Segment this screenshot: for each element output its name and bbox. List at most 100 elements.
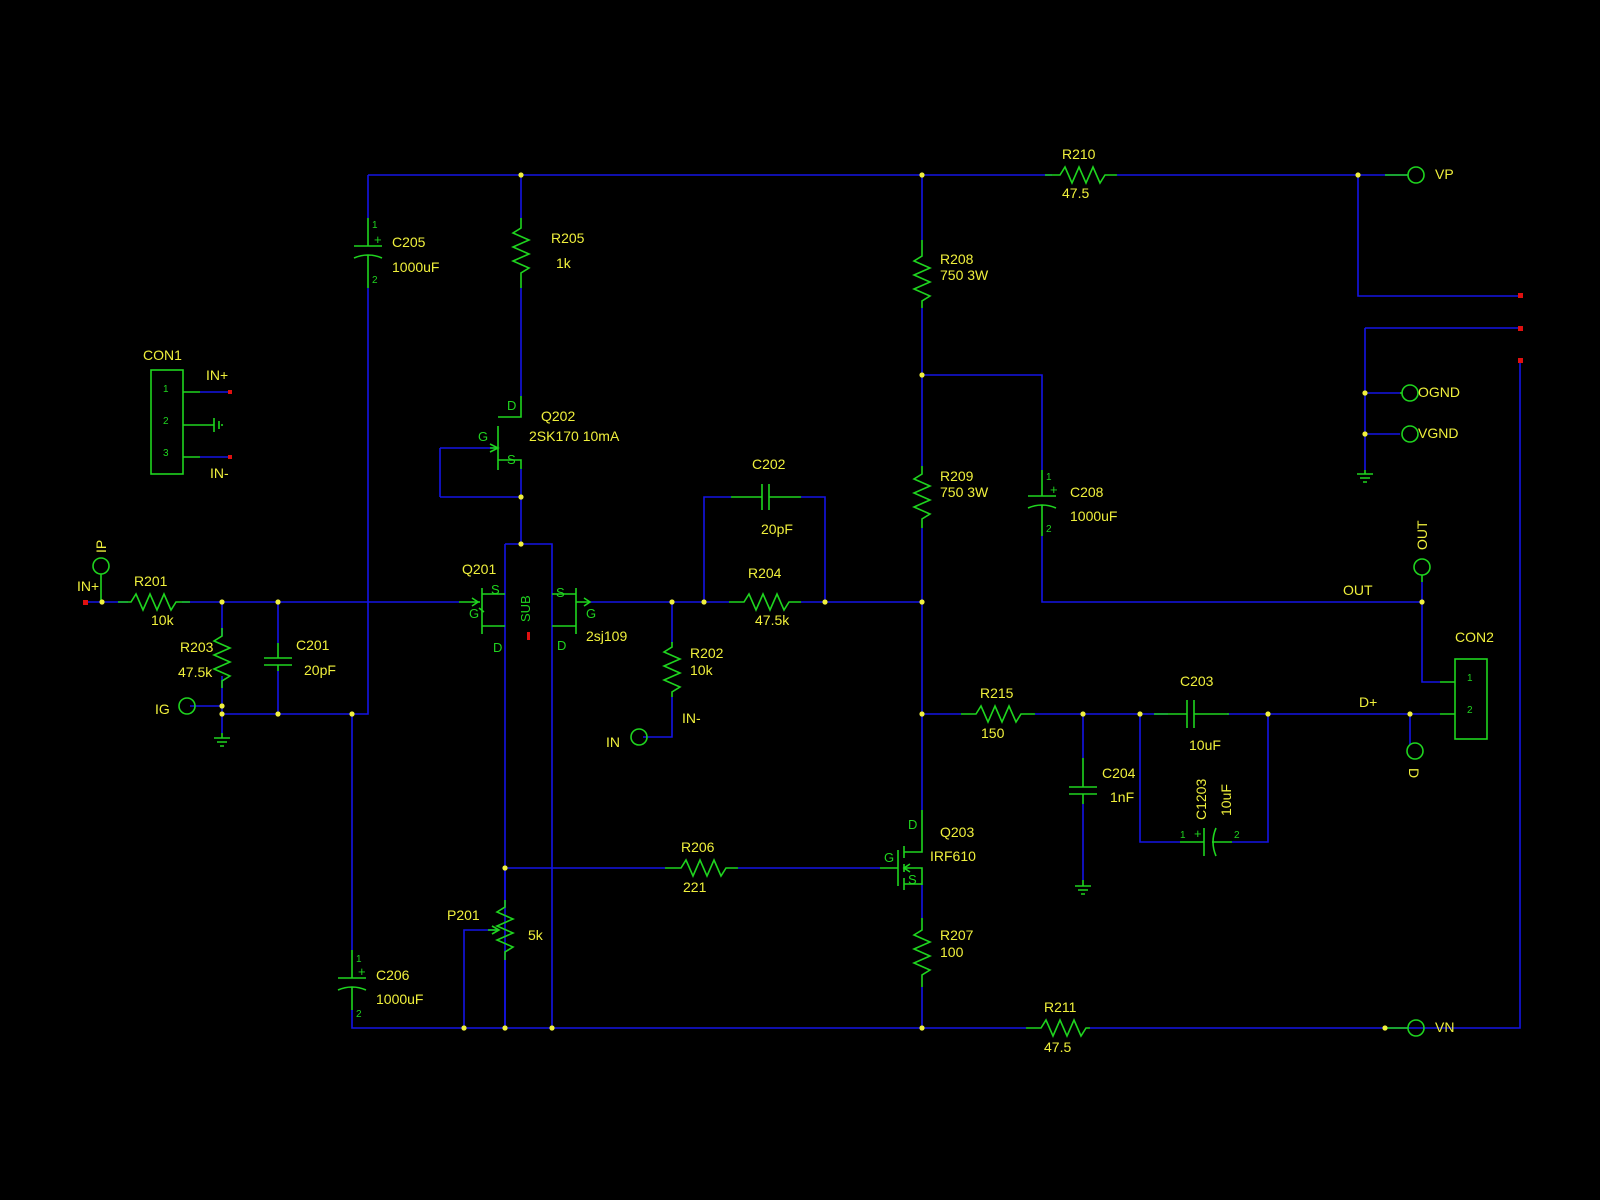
C201-ref: C201: [296, 637, 330, 653]
resistor-R205: R205 1k: [511, 218, 585, 288]
net-in-plus: IN+: [77, 578, 99, 594]
P201-ref: P201: [447, 907, 480, 923]
potentiometer-P201: P201 5k: [447, 900, 544, 960]
Q201-ref: Q201: [462, 561, 496, 577]
ports: [83, 166, 1523, 1037]
CON2-ref: CON2: [1455, 629, 1494, 645]
net-vn: VN: [1435, 1019, 1454, 1035]
resistor-R210: R210 47.5: [1045, 146, 1117, 201]
R215-ref: R215: [980, 685, 1014, 701]
C205-plus: +: [374, 232, 382, 247]
capacitor-C205: 1 + 2 C205 1000uF: [353, 218, 439, 288]
CON2-pin1: 1: [1467, 673, 1473, 684]
C1203-ref: C1203: [1193, 779, 1209, 820]
R208-value: 750 3W: [940, 267, 989, 283]
R211-ref: R211: [1044, 999, 1077, 1015]
Q201-pin-d1: D: [493, 640, 502, 655]
C203-value: 10uF: [1189, 737, 1221, 753]
C208-ref: C208: [1070, 484, 1104, 500]
capacitor-C203: C203 10uF: [1154, 673, 1229, 753]
R209-value: 750 3W: [940, 484, 989, 500]
R210-ref: R210: [1062, 146, 1096, 162]
capacitor-C202: C202 20pF: [731, 456, 801, 537]
R203-ref: R203: [180, 639, 214, 655]
C205-ref: C205: [392, 234, 426, 250]
junctions: [99, 172, 1425, 1031]
Q202-pin-g: G: [478, 429, 488, 444]
Q203-ref: Q203: [940, 824, 974, 840]
Q202-pin-d: D: [507, 398, 516, 413]
net-in: IN: [606, 734, 620, 750]
P201-value: 5k: [528, 927, 544, 943]
C1203-value: 10uF: [1218, 784, 1234, 816]
C202-ref: C202: [752, 456, 786, 472]
C206-plus: +: [358, 964, 366, 979]
resistor-R206: R206 221: [665, 839, 738, 895]
resistor-R201: R201 10k: [118, 573, 190, 628]
net-vp: VP: [1435, 166, 1454, 182]
capacitor-C206: 1 + 2 C206 1000uF: [337, 950, 423, 1020]
CON1-pin3: 3: [163, 448, 169, 459]
Q201-pin-s1: S: [491, 582, 500, 597]
R211-value: 47.5: [1044, 1039, 1071, 1055]
resistor-R209: R209 750 3W: [912, 466, 989, 528]
R203-value: 47.5k: [178, 664, 213, 680]
resistor-R211: R211 47.5: [1026, 999, 1090, 1055]
capacitor-C204: C204 1nF: [1069, 758, 1136, 805]
CON1-pin1: 1: [163, 384, 169, 395]
C206-ref: C206: [376, 967, 410, 983]
net-ip: IP: [93, 540, 109, 553]
net-in-minus: IN-: [682, 710, 701, 726]
net-ig: IG: [155, 701, 170, 717]
connector-CON1: 1 2 3 CON1 IN+ IN-: [143, 347, 232, 481]
resistor-R202: R202 10k: [662, 642, 724, 697]
C208-value: 1000uF: [1070, 508, 1117, 524]
C206-pin1: 1: [356, 954, 362, 965]
Q203-pin-d: D: [908, 817, 917, 832]
net-labels: IP IN+ IG IN IN- VP OGND VGND OUT OUT D+…: [77, 166, 1460, 1035]
Q201-value: 2sj109: [586, 628, 627, 644]
Q203-pin-s: S: [908, 872, 917, 887]
net-out-port: OUT: [1414, 520, 1430, 550]
R202-value: 10k: [690, 662, 714, 678]
C208-plus: +: [1050, 482, 1058, 497]
R206-value: 221: [683, 879, 707, 895]
R209-ref: R209: [940, 468, 974, 484]
resistor-R207: R207 100: [912, 918, 974, 987]
CON1-net-in-minus: IN-: [210, 465, 229, 481]
Q203-pin-g: G: [884, 850, 894, 865]
net-ognd: OGND: [1418, 384, 1460, 400]
transistor-Q203: D G S Q203 IRF610: [880, 810, 976, 890]
Q201-pin-s2: S: [556, 585, 565, 600]
Q201-pin-g1: G: [469, 606, 479, 621]
wires: [88, 174, 1521, 1029]
capacitor-C1203: 1 + 2 C1203 10uF: [1180, 779, 1240, 857]
Q201-pin-g2: G: [586, 606, 596, 621]
CON2-pin2: 2: [1467, 705, 1473, 716]
Q203-value: IRF610: [930, 848, 976, 864]
R201-ref: R201: [134, 573, 168, 589]
resistor-R208: R208 750 3W: [912, 240, 989, 308]
Q201-pin-sub: SUB: [518, 595, 533, 622]
resistor-R204: R204 47.5k: [729, 565, 801, 628]
R205-value: 1k: [556, 255, 572, 271]
resistor-R203: R203 47.5k: [178, 628, 232, 688]
connector-CON2: 1 2 CON2: [1440, 629, 1494, 740]
R204-ref: R204: [748, 565, 782, 581]
R210-value: 47.5: [1062, 185, 1089, 201]
C204-value: 1nF: [1110, 789, 1134, 805]
capacitor-C208: 1 + 2 C208 1000uF: [1027, 470, 1117, 536]
net-vgnd: VGND: [1418, 425, 1458, 441]
R207-ref: R207: [940, 927, 974, 943]
C1203-pin2: 2: [1234, 830, 1240, 841]
R207-value: 100: [940, 944, 964, 960]
ground-symbols: [214, 470, 1373, 895]
R204-value: 47.5k: [755, 612, 790, 628]
Q202-ref: Q202: [541, 408, 575, 424]
C206-pin2: 2: [356, 1009, 362, 1020]
R215-value: 150: [981, 725, 1005, 741]
C208-pin1: 1: [1046, 472, 1052, 483]
C205-value: 1000uF: [392, 259, 439, 275]
resistor-R215: R215 150: [961, 685, 1035, 741]
